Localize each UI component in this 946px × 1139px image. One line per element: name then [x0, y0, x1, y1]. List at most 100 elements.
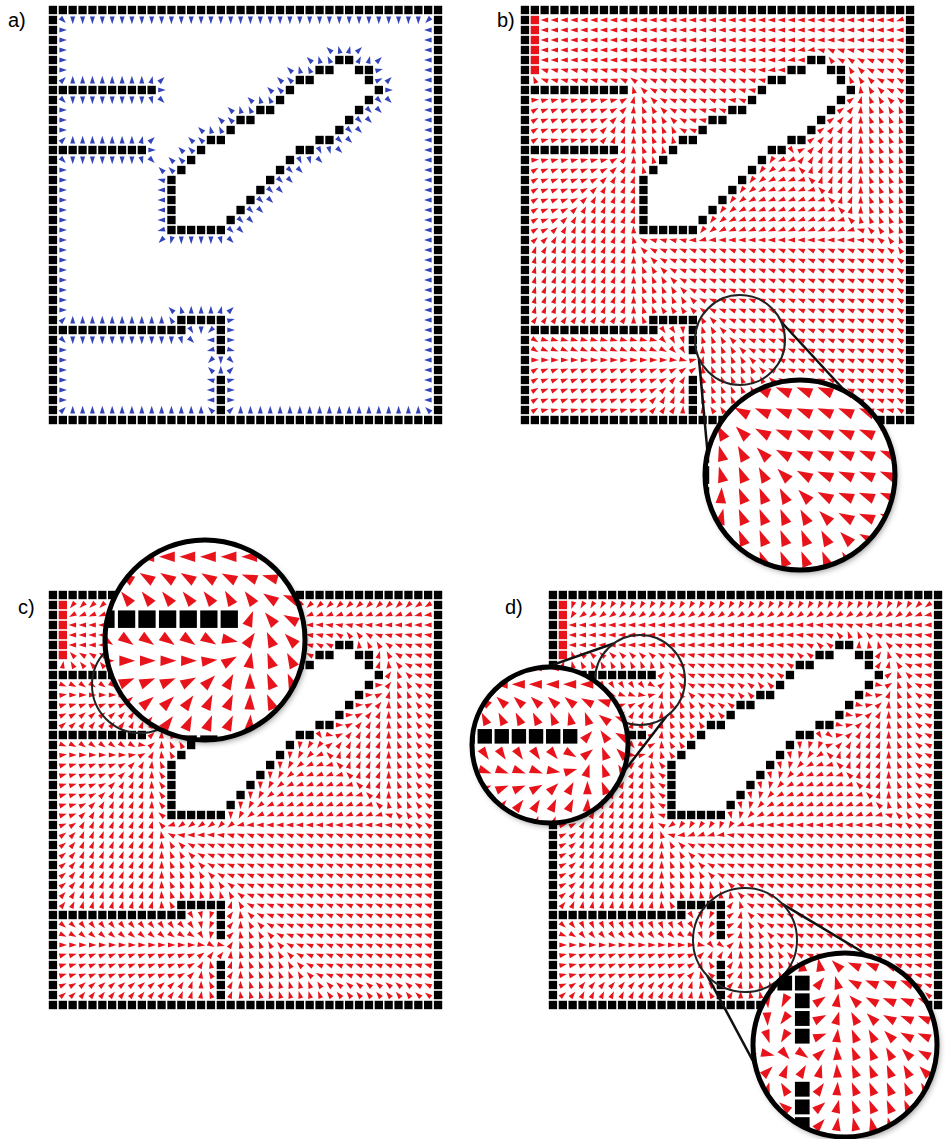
field-arrow	[741, 366, 746, 374]
field-arrow	[709, 248, 717, 253]
field-arrow	[857, 238, 865, 243]
field-arrow	[859, 86, 864, 94]
field-arrow	[570, 178, 578, 183]
field-arrow	[375, 96, 382, 103]
field-arrow	[858, 176, 863, 184]
field-arrow	[652, 286, 657, 294]
obstacle-cell	[49, 386, 57, 394]
field-arrow	[827, 298, 835, 303]
field-arrow	[679, 346, 685, 354]
obstacle-cell	[434, 126, 442, 134]
field-arrow	[600, 337, 608, 342]
obstacle-cell	[649, 166, 657, 174]
field-arrow	[886, 78, 894, 83]
field-arrow	[758, 206, 766, 211]
field-arrow	[581, 276, 586, 284]
obstacle-cell	[177, 6, 185, 14]
obstacle-cell	[550, 146, 558, 154]
field-arrow	[778, 38, 786, 43]
field-arrow	[837, 136, 842, 144]
field-arrow	[560, 128, 568, 133]
field-arrow	[335, 146, 342, 153]
field-arrow	[560, 28, 568, 33]
obstacle-cell	[639, 6, 647, 14]
field-arrow	[879, 216, 884, 224]
field-arrow	[877, 58, 885, 63]
obstacle-cell	[659, 226, 667, 234]
field-arrow	[580, 346, 588, 351]
obstacle-cell	[49, 66, 57, 74]
field-arrow	[590, 316, 596, 324]
field-arrow	[620, 346, 628, 351]
field-arrow	[758, 38, 766, 43]
field-arrow	[139, 337, 144, 345]
field-arrow	[679, 128, 687, 134]
field-arrow	[531, 138, 539, 144]
field-arrow	[80, 17, 85, 25]
field-arrow	[139, 17, 144, 25]
field-arrow	[424, 268, 432, 273]
field-arrow	[768, 28, 776, 33]
obstacle-cell	[570, 146, 578, 154]
field-arrow	[837, 308, 845, 313]
field-arrow	[541, 256, 546, 264]
field-arrow	[239, 106, 244, 114]
field-arrow	[560, 378, 568, 383]
field-arrow	[600, 346, 608, 351]
field-arrow	[600, 79, 608, 84]
obstacle-cell	[689, 6, 697, 14]
field-arrow	[591, 306, 596, 314]
field-arrow	[867, 268, 875, 273]
field-arrow	[424, 48, 432, 53]
field-arrow	[532, 266, 537, 274]
field-arrow	[857, 368, 865, 373]
field-arrow	[159, 17, 164, 25]
field-arrow	[710, 216, 717, 224]
field-arrow	[748, 38, 756, 43]
obstacle-cell	[906, 166, 914, 174]
field-arrow	[689, 278, 697, 283]
field-arrow	[788, 288, 796, 293]
field-arrow	[600, 18, 608, 23]
field-arrow	[877, 68, 885, 73]
obstacle-cell	[424, 6, 432, 14]
field-arrow	[719, 226, 727, 232]
field-arrow	[600, 316, 606, 324]
obstacle-cell	[580, 146, 588, 154]
field-arrow	[424, 398, 432, 403]
field-arrow	[590, 118, 598, 123]
obstacle-cell	[620, 86, 628, 94]
obstacle-cell	[434, 206, 442, 214]
field-arrow	[886, 278, 894, 283]
obstacle-cell	[521, 236, 529, 244]
obstacle-cell	[434, 316, 442, 324]
field-arrow	[829, 57, 836, 65]
field-arrow	[708, 108, 716, 113]
obstacle-cell	[434, 226, 442, 234]
field-arrow	[424, 128, 432, 133]
field-arrow	[551, 79, 559, 84]
field-arrow	[541, 48, 549, 53]
field-arrow	[561, 358, 569, 363]
obstacle-cell	[345, 116, 353, 124]
field-arrow	[649, 368, 657, 373]
field-arrow	[711, 326, 717, 334]
field-arrow	[738, 258, 746, 263]
field-arrow	[129, 316, 134, 324]
field-arrow	[651, 266, 657, 274]
field-arrow	[198, 137, 205, 144]
field-arrow	[807, 187, 815, 192]
field-arrow	[590, 378, 598, 383]
field-arrow	[899, 116, 904, 124]
field-arrow	[581, 256, 586, 264]
obstacle-cell	[610, 86, 618, 94]
field-arrow	[878, 226, 884, 234]
obstacle-cell	[266, 6, 274, 14]
obstacle-cell	[906, 216, 914, 224]
field-arrow	[748, 238, 756, 243]
field-arrow	[728, 248, 736, 253]
field-arrow	[59, 28, 67, 33]
obstacle-cell	[49, 116, 57, 124]
field-arrow	[631, 276, 636, 284]
field-arrow	[561, 266, 566, 274]
